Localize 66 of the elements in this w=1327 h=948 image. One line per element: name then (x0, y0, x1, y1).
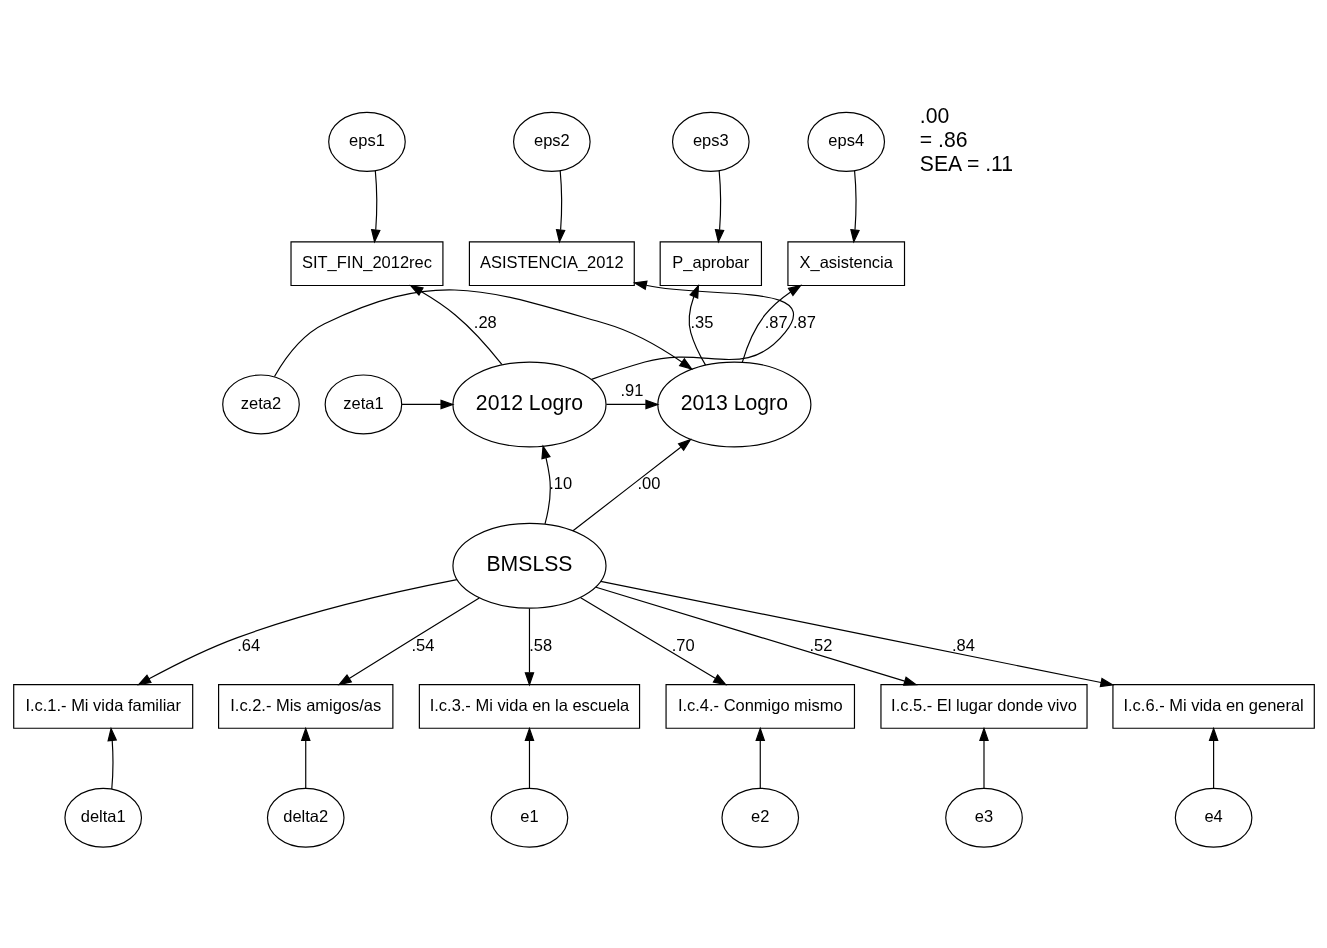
arrow (524, 726, 534, 789)
label: SEA = .11 (919, 151, 1013, 175)
node-ellipse: e3 (944, 787, 1023, 848)
node-box: P_aprobar (659, 240, 762, 286)
node-ellipse: eps2 (512, 111, 591, 172)
node-box: ASISTENCIA_2012 (468, 240, 635, 286)
arrow (300, 726, 311, 789)
node-ellipse: 2013 Logro (656, 360, 811, 447)
arrow (408, 284, 502, 365)
label: = .86 (919, 127, 968, 151)
node-ellipse: BMSLSS (451, 522, 607, 609)
arrow (605, 399, 660, 409)
node-ellipse: eps3 (671, 111, 750, 172)
arrow (754, 726, 765, 789)
node-ellipse: 2012 Logro (451, 360, 607, 447)
arrow (555, 169, 566, 243)
edge-label: .52 (808, 635, 832, 654)
edge-label: .28 (473, 312, 497, 331)
arrow (849, 169, 860, 243)
edge-label: .58 (528, 635, 552, 654)
arrow (540, 444, 551, 525)
node-ellipse: e1 (490, 787, 568, 848)
edge-label: .10 (548, 473, 572, 492)
edge-label: .87 (792, 312, 816, 331)
node-box: X_asistencia (786, 240, 905, 286)
node-ellipse: delta2 (266, 787, 345, 848)
node-ellipse: delta1 (63, 787, 142, 848)
edge-label: .64 (236, 635, 260, 654)
arrow (400, 399, 455, 409)
arrow (688, 283, 706, 366)
arrow (579, 596, 727, 685)
edge-label: .91 (619, 380, 643, 399)
node-box: I.c.2.- Mis amigos/as (217, 683, 393, 729)
node-ellipse: eps4 (806, 111, 885, 172)
node-box: SIT_FIN_2012rec (289, 240, 443, 286)
edge-label: .84 (951, 635, 975, 654)
node-box: I.c.3.- Mi vida en la escuela (418, 683, 640, 729)
arrow (571, 438, 692, 531)
edge-label: .70 (671, 635, 695, 654)
edge-label: .54 (410, 635, 434, 654)
arrow (524, 607, 534, 686)
edge-label: .87 (764, 312, 788, 331)
arrow (136, 578, 458, 685)
label: .00 (919, 103, 949, 127)
node-box: I.c.5.- El lugar donde vivo (879, 683, 1088, 729)
arrow (106, 726, 117, 790)
arrow (337, 596, 480, 686)
node-ellipse: eps1 (327, 111, 406, 172)
arrow (370, 169, 381, 243)
edge-label: .35 (690, 312, 713, 331)
node-box: I.c.4.- Conmigo mismo (664, 683, 855, 729)
arrow (590, 280, 794, 380)
arrow (1208, 726, 1219, 789)
node-ellipse: zeta1 (324, 373, 402, 434)
arrow (714, 169, 725, 243)
node-box: I.c.1.- Mi vida familiar (12, 683, 193, 729)
node-ellipse: zeta2 (221, 373, 300, 434)
arrow (978, 726, 989, 789)
edge-label: .00 (637, 473, 660, 492)
arrow (741, 284, 802, 363)
arrow (594, 586, 918, 686)
node-box: I.c.6.- Mi vida en general (1111, 683, 1315, 729)
node-ellipse: e4 (1174, 787, 1252, 848)
arrow (273, 288, 693, 377)
node-ellipse: e2 (720, 787, 799, 848)
arrow (599, 580, 1114, 687)
